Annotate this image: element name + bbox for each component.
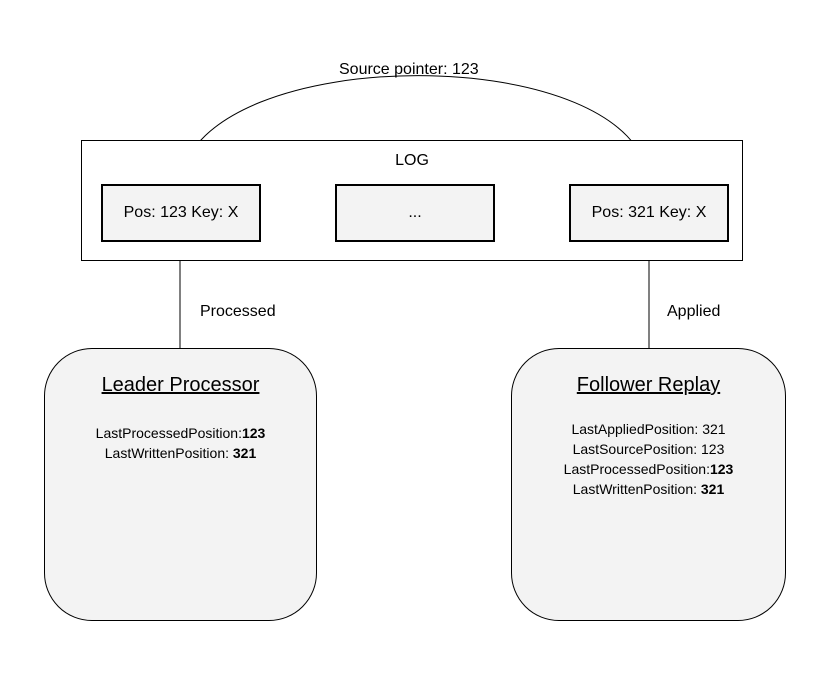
source-pointer-label: Source pointer: 123 — [339, 61, 479, 78]
leader-last-written-position: LastWrittenPosition: 321 — [45, 443, 316, 463]
source-pointer-arc — [176, 75, 650, 186]
log-entry-text: ... — [408, 204, 422, 221]
log-entry-ellipsis: ... — [335, 184, 495, 242]
field-value: 123 — [701, 441, 725, 457]
leader-last-processed-position: LastProcessedPosition:123 — [45, 423, 316, 443]
log-entry-text: Pos: 321 Key: X — [591, 204, 707, 221]
follower-last-written-position: LastWrittenPosition: 321 — [512, 479, 785, 499]
field-value: 321 — [702, 421, 726, 437]
follower-last-source-position: LastSourcePosition: 123 — [512, 439, 785, 459]
field-label: LastProcessedPosition: — [563, 461, 710, 477]
follower-replay-panel: Follower Replay LastAppliedPosition: 321… — [511, 348, 786, 621]
field-label: LastWrittenPosition: — [104, 445, 233, 461]
applied-label: Applied — [667, 303, 721, 320]
leader-processor-panel: Leader Processor LastProcessedPosition:1… — [44, 348, 317, 621]
field-value: 321 — [232, 445, 257, 461]
follower-replay-fields: LastAppliedPosition: 321 LastSourcePosit… — [512, 419, 785, 499]
field-label: LastSourcePosition: — [572, 441, 702, 457]
leader-processor-fields: LastProcessedPosition:123 LastWrittenPos… — [45, 423, 316, 463]
log-entry-text: Pos: 123 Key: X — [123, 204, 239, 221]
processed-label: Processed — [200, 303, 276, 320]
field-label: LastWrittenPosition: — [572, 481, 701, 497]
log-entry-pos-321: Pos: 321 Key: X — [569, 184, 729, 242]
leader-processor-title: Leader Processor — [101, 374, 260, 396]
follower-last-processed-position: LastProcessedPosition:123 — [512, 459, 785, 479]
log-container: LOG Pos: 123 Key: X ... Pos: 321 Key: X — [81, 140, 743, 261]
field-value: 321 — [700, 481, 725, 497]
log-entry-pos-123: Pos: 123 Key: X — [101, 184, 261, 242]
log-title: LOG — [395, 152, 429, 169]
field-value: 123 — [709, 461, 734, 477]
field-value: 123 — [241, 425, 266, 441]
follower-last-applied-position: LastAppliedPosition: 321 — [512, 419, 785, 439]
follower-replay-title: Follower Replay — [576, 374, 721, 396]
field-label: LastAppliedPosition: — [571, 421, 703, 437]
field-label: LastProcessedPosition: — [95, 425, 242, 441]
